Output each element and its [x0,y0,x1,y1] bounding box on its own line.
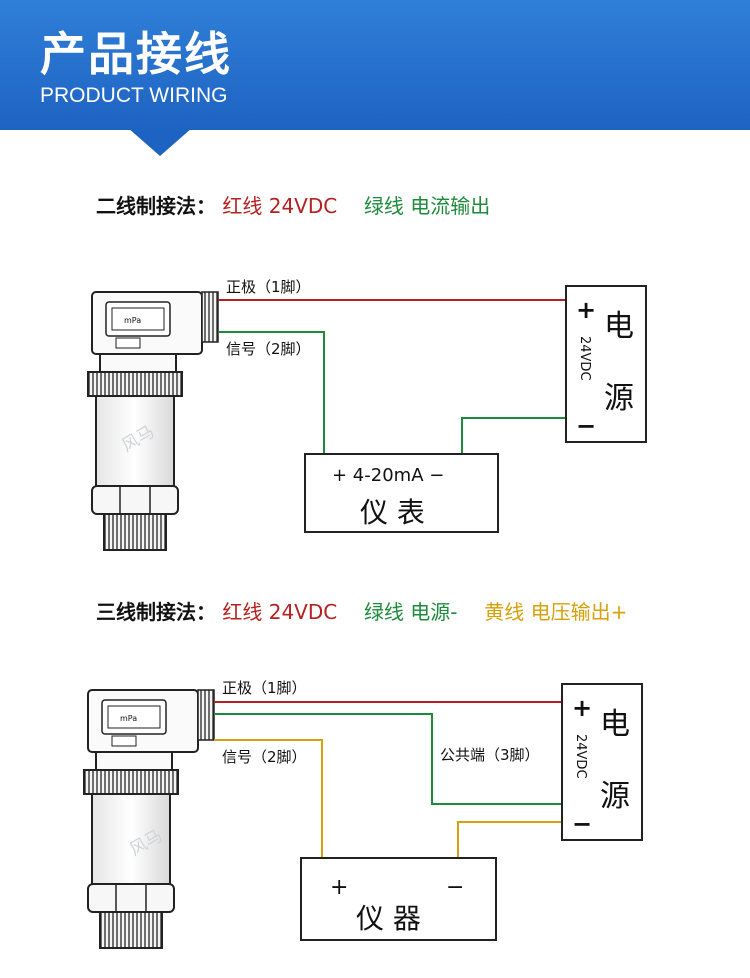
three-wire-label-positive: 正极（1脚） [222,679,307,697]
three-wire-label-signal: 信号（2脚） [222,748,307,766]
two-wire-power-char1: 电 [604,309,634,344]
instrument-box [300,857,497,941]
page-subtitle: PRODUCT WIRING [40,84,228,107]
meter-range: + 4-20mA − [332,465,444,486]
meter-name: 仪 表 [360,496,425,529]
two-wire-label-signal: 信号（2脚） [226,340,311,358]
two-wire-red-text: 红线 24VDC [222,194,338,218]
three-wire-label-common: 公共端（3脚） [440,746,540,764]
three-wire-power-voltage: 24VDC [573,734,588,779]
three-wire-heading-prefix: 三线制接法： [96,600,216,624]
three-wire-power-char1: 电 [600,707,630,742]
three-wire-heading: 三线制接法： 红线 24VDC 绿线 电源- 黄线 电压输出+ [96,596,627,625]
two-wire-power-minus: − [576,412,596,440]
two-wire-green-wire-return [461,417,566,454]
two-wire-heading: 二线制接法： 红线 24VDC 绿线 电流输出 [96,190,490,219]
three-wire-power-plus: + [572,694,592,722]
instrument-name: 仪 器 [356,902,421,935]
two-wire-power-voltage: 24VDC [577,336,592,381]
two-wire-green-wire-sensor [218,331,325,454]
header-banner [0,0,750,130]
three-wire-yellow-wire-signal [214,739,323,858]
three-wire-red-text: 红线 24VDC [222,600,338,624]
three-wire-green-wire [214,713,562,805]
two-wire-green-text: 绿线 电流输出 [363,194,491,218]
page-title: 产品接线 [40,27,232,81]
two-wire-label-positive: 正极（1脚） [226,278,311,296]
instrument-plus: + [330,875,348,900]
instrument-minus: − [446,875,464,900]
pressure-sensor-2 [83,689,215,949]
sensor-2-unit: mPa [120,714,137,723]
three-wire-yellow-text: 黄线 电压输出+ [484,600,628,624]
two-wire-power-box [565,285,647,443]
three-wire-green-text: 绿线 电源- [363,600,458,624]
sensor-1-unit: mPa [124,316,141,325]
three-wire-power-minus: − [572,810,592,838]
pressure-sensor-1 [87,291,219,551]
banner-notch [128,128,192,156]
three-wire-power-char2: 源 [600,779,630,814]
three-wire-power-box [561,683,643,841]
meter-box [304,453,499,533]
three-wire-yellow-wire-return [457,821,562,858]
two-wire-heading-prefix: 二线制接法： [96,194,216,218]
two-wire-power-char2: 源 [604,381,634,416]
two-wire-power-plus: + [576,296,596,324]
